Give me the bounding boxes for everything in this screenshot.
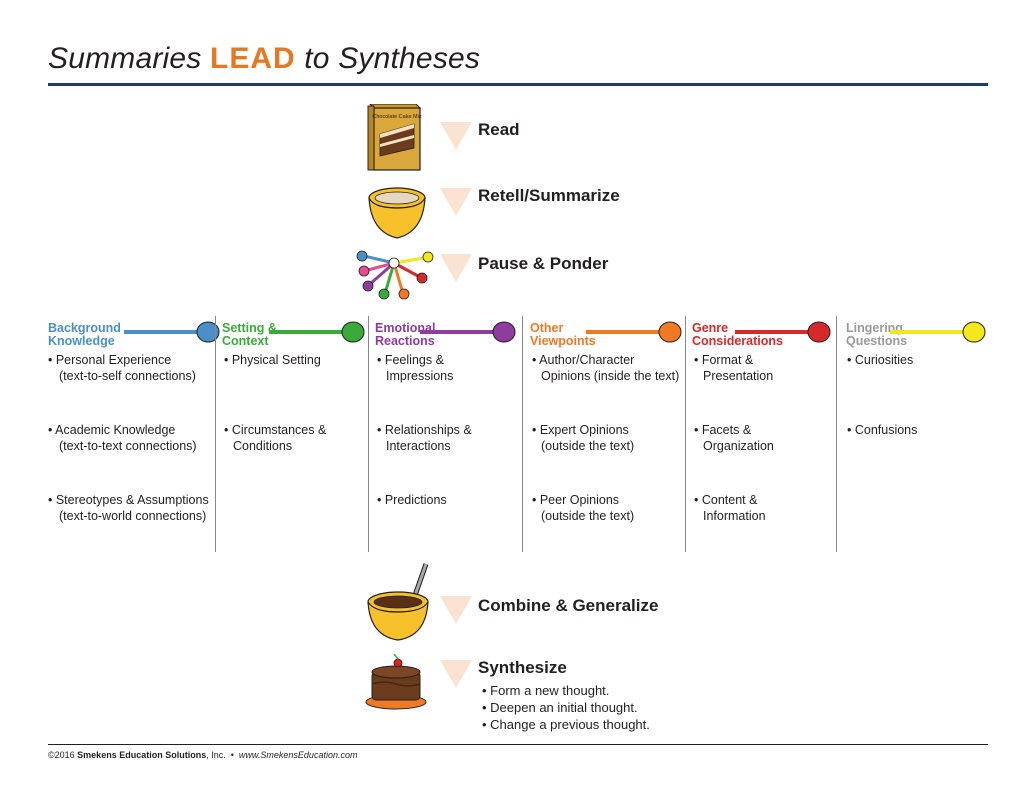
- blue-spoon-icon: [124, 321, 220, 343]
- step-arrow-icon: [440, 188, 472, 216]
- list-item: • Form a new thought.: [482, 683, 610, 698]
- footer-separator: •: [230, 750, 234, 760]
- cake-icon: [365, 654, 427, 710]
- purple-spoon-icon: [420, 321, 516, 343]
- footer-rule: [48, 744, 988, 745]
- list-item: • Expert Opinions(outside the text): [532, 423, 635, 453]
- box-label: Chocolate Cake Mix: [372, 114, 421, 120]
- list-item: • Curiosities: [847, 353, 914, 367]
- title-part1: Summaries: [48, 42, 202, 75]
- step-arrow-icon: [440, 660, 472, 688]
- spoons-cluster-icon: [356, 250, 434, 300]
- list-item: • Predictions: [377, 493, 447, 507]
- title-part2: to Syntheses: [304, 42, 481, 75]
- step-label: Combine & Generalize: [478, 596, 659, 615]
- red-spoon-icon: [735, 321, 831, 343]
- list-item: • Confusions: [847, 423, 918, 437]
- column-divider: [215, 316, 216, 552]
- list-item: • Circumstances &Conditions: [224, 423, 327, 453]
- list-item: • Relationships &Interactions: [377, 423, 472, 453]
- column-divider: [836, 316, 837, 552]
- list-item: • Feelings &Impressions: [377, 353, 454, 383]
- step-pause-ponder: Pause & Ponder: [356, 246, 760, 316]
- step-label: Synthesize: [478, 658, 567, 677]
- step-combine: Combine & Generalize: [360, 560, 760, 641]
- company-name: Smekens Education Solutions: [77, 750, 207, 760]
- orange-spoon-icon: [586, 321, 682, 343]
- synthesize-bullets: • Form a new thought. • Deepen an initia…: [482, 682, 650, 733]
- column-divider: [368, 316, 369, 552]
- list-item: • Academic Knowledge(text-to-text connec…: [48, 423, 197, 453]
- step-label: Retell/Summarize: [478, 186, 620, 205]
- list-item: • Change a previous thought.: [482, 717, 650, 732]
- bowl-with-spoon-icon: [367, 563, 429, 641]
- step-arrow-icon: [440, 122, 472, 150]
- column-heading: Setting &Context: [222, 321, 277, 348]
- list-item: • Content &Information: [694, 493, 766, 523]
- bowl-with-flour-icon: [368, 187, 426, 239]
- step-synthesize: Synthesize: [360, 654, 760, 724]
- step-arrow-icon: [440, 596, 472, 624]
- step-retell: Retell/Summarize: [360, 180, 760, 250]
- page-title: Summaries LEAD to Syntheses: [48, 42, 480, 76]
- list-item: • Stereotypes & Assumptions(text-to-worl…: [48, 493, 209, 523]
- list-item: • Facets &Organization: [694, 423, 774, 453]
- list-item: • Personal Experience(text-to-self conne…: [48, 353, 196, 383]
- company-suffix: , Inc.: [206, 750, 226, 760]
- column-divider: [522, 316, 523, 552]
- website-link[interactable]: www.SmekensEducation.com: [238, 750, 358, 760]
- list-item: • Deepen an initial thought.: [482, 700, 638, 715]
- footer: ©2016 Smekens Education Solutions, Inc. …: [48, 750, 357, 760]
- cake-mix-box-icon: Chocolate Cake Mix: [367, 104, 422, 171]
- column-divider: [685, 316, 686, 552]
- list-item: • Format &Presentation: [694, 353, 774, 383]
- step-read: Chocolate Cake Mix Read: [360, 104, 760, 174]
- title-rule: [48, 83, 988, 86]
- list-item: • Physical Setting: [224, 353, 321, 367]
- step-arrow-icon: [440, 254, 472, 282]
- step-label: Read: [478, 120, 520, 139]
- yellow-spoon-icon: [890, 321, 986, 343]
- list-item: • Peer Opinions(outside the text): [532, 493, 635, 523]
- column-setting-context: Setting &Context • Physical Setting • Ci…: [215, 316, 368, 552]
- copyright: ©2016: [48, 750, 75, 760]
- step-label: Pause & Ponder: [478, 254, 609, 273]
- title-lead: LEAD: [210, 42, 296, 75]
- green-spoon-icon: [269, 321, 365, 343]
